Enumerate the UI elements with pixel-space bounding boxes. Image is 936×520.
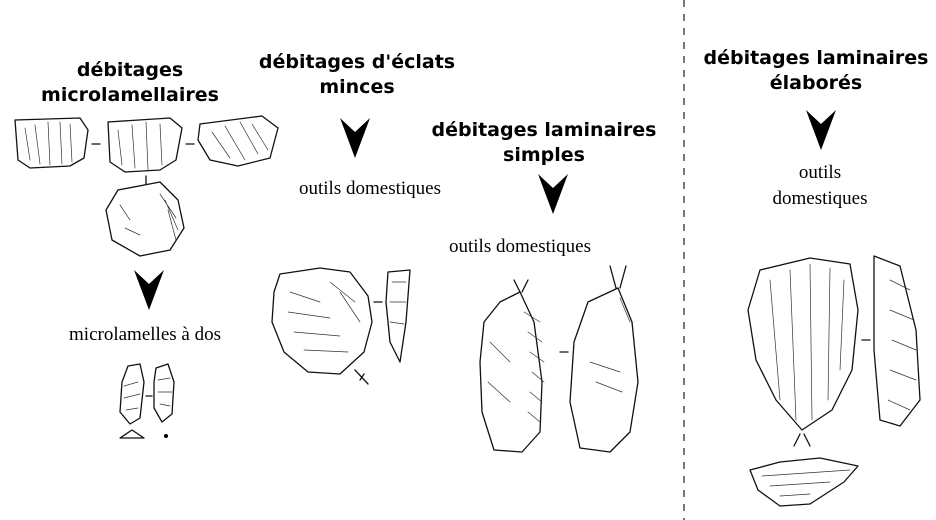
caption-microlamelles-line-1: microlamelles à dos [30,322,260,348]
caption-outils-eclats: outils domestiques [270,176,470,202]
caption-outils-laminaires-simples-line-1: outils domestiques [420,234,620,260]
caption-outils-eclats-line-1: outils domestiques [270,176,470,202]
heading-eclats-minces-line-1: débitages d'éclats [252,50,462,75]
caption-outils-laminaires-simples: outils domestiques [420,234,620,260]
heading-eclats-minces: débitages d'éclats minces [252,50,462,100]
heading-laminaires-elabores: débitages laminaires élaborés [700,46,932,96]
heading-laminaires-simples-line-1: débitages laminaires [428,118,660,143]
arrow-down-laminaires-simples-icon [538,174,568,214]
arrow-down-eclats-minces-icon [340,118,370,158]
caption-outils-laminaires-elabores-line-2: domestiques [730,186,910,212]
caption-outils-laminaires-elabores: outils domestiques [730,160,910,212]
lame-simple-drawing [470,262,670,462]
core-microlamellaire-drawing [0,110,300,280]
heading-microlamellaires-line-1: débitages [30,58,230,83]
heading-laminaires-simples-line-2: simples [428,143,660,168]
caption-outils-laminaires-elabores-line-1: outils [730,160,910,186]
heading-laminaires-simples: débitages laminaires simples [428,118,660,168]
heading-laminaires-elabores-line-1: débitages laminaires [700,46,932,71]
heading-laminaires-elabores-line-2: élaborés [700,71,932,96]
heading-eclats-minces-line-2: minces [252,75,462,100]
lame-elaboree-drawing [740,250,936,520]
caption-microlamelles: microlamelles à dos [30,322,260,348]
microlamelle-a-dos-drawing [110,362,190,452]
arrow-down-microlamellaires-icon [134,270,164,310]
heading-microlamellaires: débitages microlamellaires [30,58,230,108]
heading-microlamellaires-line-2: microlamellaires [30,83,230,108]
arrow-down-laminaires-elabores-icon [806,110,836,150]
eclat-mince-drawing [260,262,430,392]
column-divider [683,0,685,520]
